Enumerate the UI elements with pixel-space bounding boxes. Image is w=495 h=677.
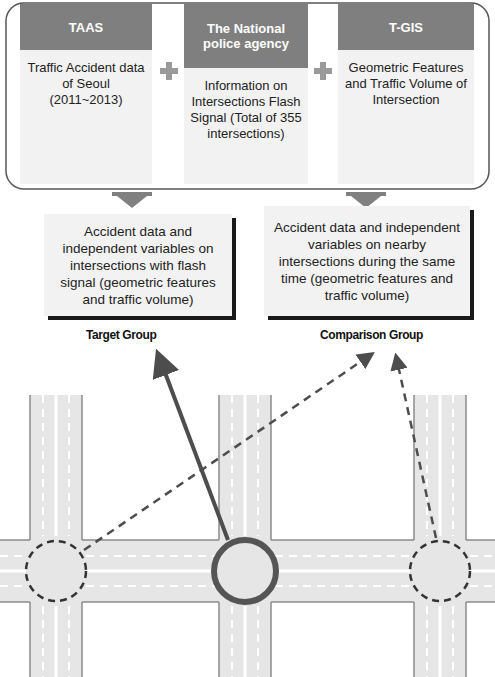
result-box: Accident data and independent variables … bbox=[264, 206, 470, 316]
heading-text: T-GIS bbox=[389, 20, 423, 35]
box-text: Accident data and independent variables … bbox=[272, 219, 462, 304]
column-heading: TAAS bbox=[20, 4, 152, 50]
source-column: TAAS Traffic Accident data of Seoul (2011… bbox=[20, 4, 152, 184]
column-heading: The National police agency bbox=[184, 4, 308, 68]
source-column: The National police agencyInformation on… bbox=[184, 4, 308, 184]
body-text: Information on Intersections Flash Signa… bbox=[190, 78, 302, 142]
down-arrow bbox=[112, 192, 152, 208]
column-body: Traffic Accident data of Seoul (2011~201… bbox=[20, 50, 152, 184]
source-frame bbox=[6, 3, 489, 189]
source-column: T-GIS Geometric Features and Traffic Volu… bbox=[338, 4, 474, 184]
column-body: Information on Intersections Flash Signa… bbox=[184, 68, 308, 184]
box-text: Accident data and independent variables … bbox=[52, 223, 224, 308]
result-box: Accident data and independent variables … bbox=[44, 214, 232, 316]
target-arrow bbox=[158, 354, 228, 540]
group-label: Comparison Group bbox=[318, 328, 425, 342]
column-heading: T-GIS bbox=[338, 4, 474, 50]
comparison-intersection bbox=[26, 541, 86, 601]
group-label: Target Group bbox=[84, 328, 158, 342]
comparison-intersection bbox=[410, 541, 470, 601]
comparison-arrow bbox=[84, 354, 372, 550]
body-text: Traffic Accident data of Seoul (2011~201… bbox=[26, 60, 146, 108]
down-arrow bbox=[346, 192, 386, 196]
heading-text: The National police agency bbox=[190, 21, 302, 51]
heading-text: TAAS bbox=[69, 20, 103, 35]
comparison-arrow bbox=[396, 356, 436, 538]
column-body: Geometric Features and Traffic Volume of… bbox=[338, 50, 474, 184]
down-arrow bbox=[112, 192, 152, 196]
body-text: Geometric Features and Traffic Volume of… bbox=[344, 60, 468, 108]
target-intersection bbox=[214, 540, 276, 602]
